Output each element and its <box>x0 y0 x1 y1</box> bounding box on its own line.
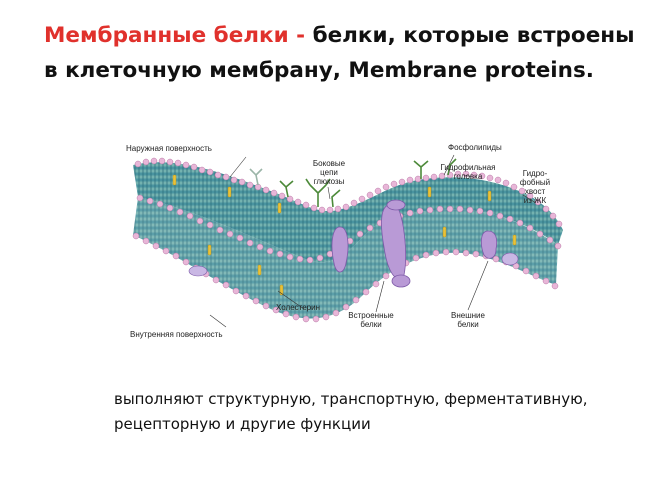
label-phospholipids: Фосфолипиды <box>448 143 502 152</box>
label-hydrophobic-line-2: фобный <box>519 178 551 187</box>
membrane-diagram: Наружная поверхность Боковые цепи глюкоз… <box>118 135 568 350</box>
label-peripheral-line-2: белки <box>457 320 479 329</box>
label-inner-surface: Внутренняя поверхность <box>130 330 223 339</box>
functions-text: выполняют структурную, транспортную, фер… <box>114 390 588 433</box>
label-hydrophilic-line-2: головка <box>453 172 483 181</box>
label-hydrophobic-line-1: Гидро- <box>522 169 548 178</box>
title-definition: белки, которые встроены в клеточную мемб… <box>44 23 635 83</box>
label-peripheral-line-1: Внешние <box>451 311 485 320</box>
label-hydrophilic-head: Гидрофильная головка <box>436 163 500 181</box>
label-integral-line-2: белки <box>360 320 382 329</box>
label-hydrophobic-line-4: из ЖК <box>523 196 547 205</box>
label-integral-proteins: Встроенные белки <box>340 311 402 329</box>
label-integral-line-1: Встроенные <box>348 311 394 320</box>
label-peripheral-proteins: Внешние белки <box>440 311 496 329</box>
label-glucose-line-2: цепи <box>320 168 338 177</box>
label-outer-surface: Наружная поверхность <box>126 144 212 153</box>
cholesterol-molecules <box>172 174 517 296</box>
label-glucose-line-1: Боковые <box>312 159 346 168</box>
label-hydrophobic-tail: Гидро- фобный хвост из ЖК <box>511 169 559 205</box>
slide-title: Мембранные белки - белки, которые встрое… <box>44 18 644 88</box>
membrane-illustration <box>132 154 563 328</box>
glucose-side-chains <box>249 158 457 208</box>
phospholipid-heads-top <box>134 157 563 228</box>
upper-bilayer <box>133 162 563 263</box>
label-hydrophilic-line-1: Гидрофильная <box>440 163 496 172</box>
label-cholesterol: Холестерин <box>276 303 320 312</box>
peripheral-proteins <box>188 252 519 277</box>
leader-lines <box>209 154 537 328</box>
label-glucose-side-chains: Боковые цепи глюкозы <box>304 159 354 186</box>
label-glucose-line-3: глюкозы <box>313 177 345 186</box>
integral-proteins <box>331 199 498 288</box>
label-hydrophobic-line-3: хвост <box>524 187 546 196</box>
title-term: Мембранные белки - <box>44 23 306 48</box>
